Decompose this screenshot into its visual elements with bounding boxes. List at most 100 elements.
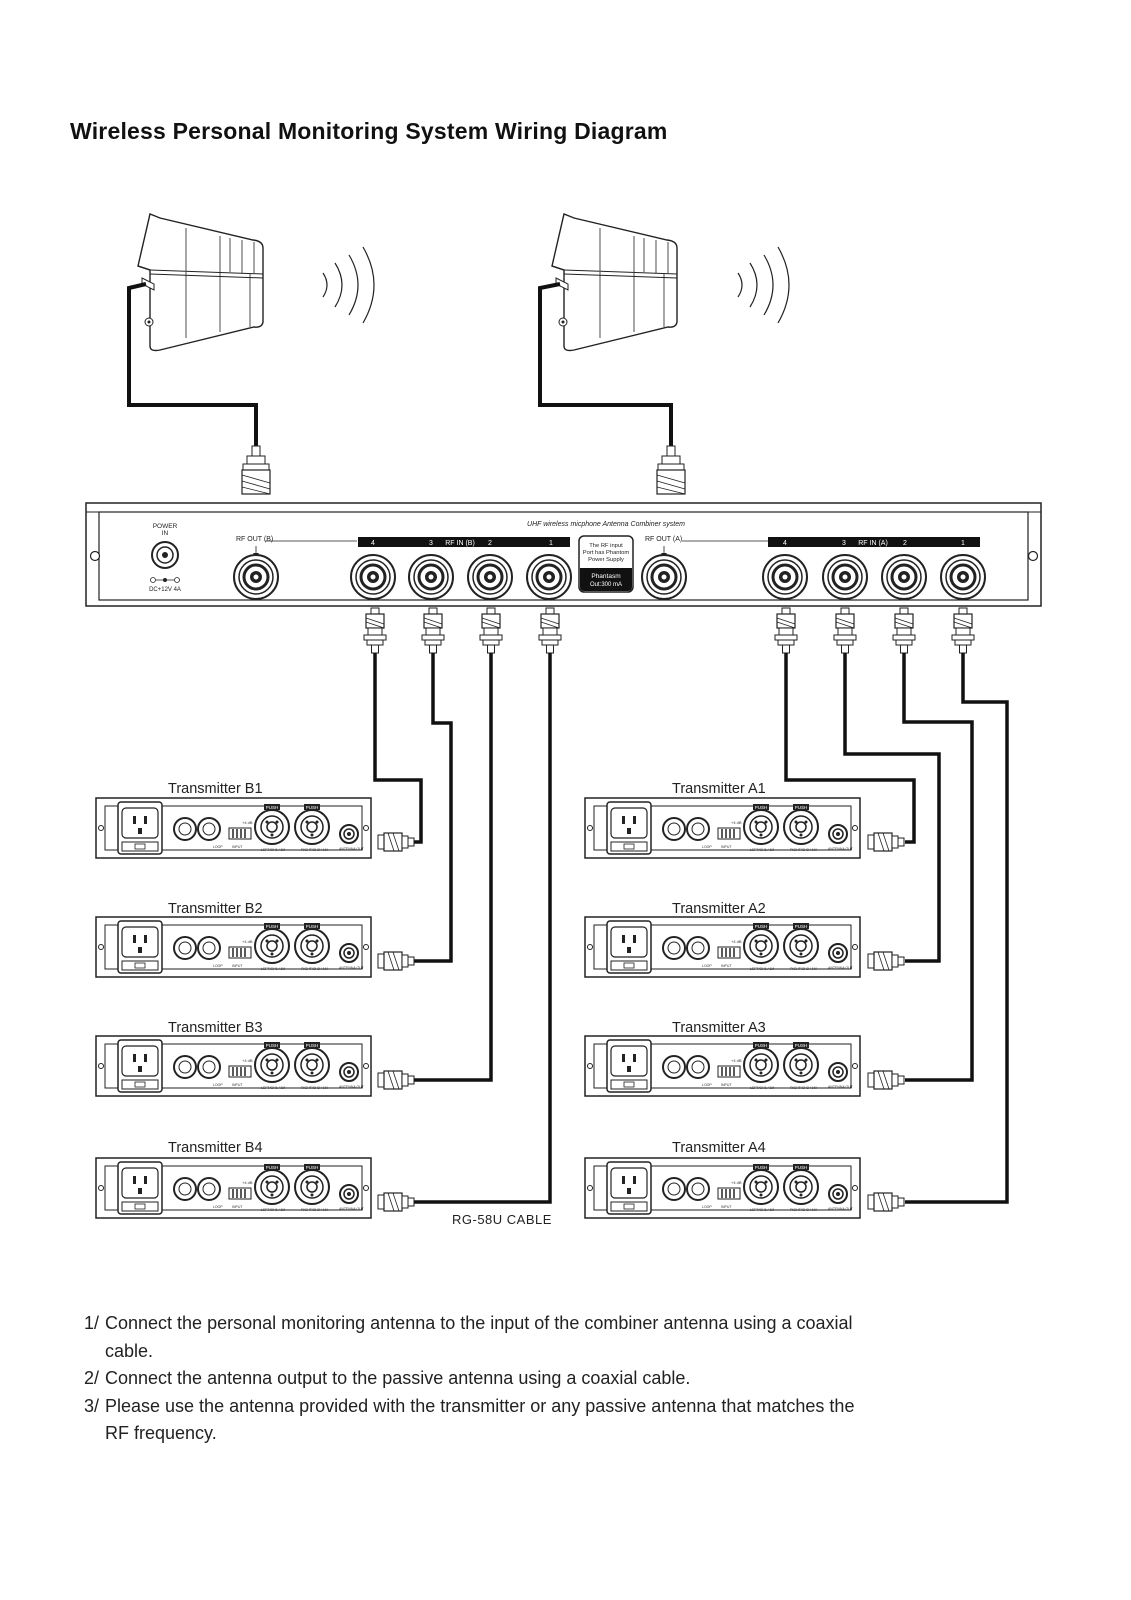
svg-text:PUSH: PUSH	[795, 924, 808, 929]
transmitter-a1	[584, 797, 861, 859]
step-number: 1/	[84, 1313, 100, 1333]
antenna-connector-left	[241, 445, 271, 495]
svg-text:PUSH: PUSH	[266, 1043, 279, 1048]
transmitter-b4	[95, 1157, 372, 1219]
svg-text:PUSH: PUSH	[306, 924, 319, 929]
transmitter-a4-label: Transmitter A4	[672, 1140, 766, 1156]
rf-in-b-port-number: 1	[549, 540, 553, 547]
power-label: POWER	[153, 523, 178, 530]
transmitter-a2-label: Transmitter A2	[672, 901, 766, 917]
cable-a4	[905, 653, 1009, 1204]
cable-b3	[414, 653, 493, 1082]
rf-in-a3-port[interactable]	[821, 553, 869, 601]
rf-in-a1-port[interactable]	[939, 553, 987, 601]
phantom-power-badge: The RF input Port has Phantom Power Supp…	[578, 535, 634, 593]
phantom-title: Phantasm	[591, 573, 620, 580]
rf-in-a4-port[interactable]	[761, 553, 809, 601]
instruction-step-3: 3/ Please use the antenna provided with …	[84, 1393, 864, 1448]
phantom-note-line: The RF input	[589, 543, 623, 549]
instruction-step-1: 1/ Connect the personal monitoring anten…	[84, 1310, 864, 1365]
rf-in-b1-port[interactable]	[525, 553, 573, 601]
transmitter-b1	[95, 797, 372, 859]
svg-text:PUSH: PUSH	[306, 1165, 319, 1170]
antenna-connector-right	[656, 445, 686, 495]
svg-text:PUSH: PUSH	[306, 805, 319, 810]
cable-b4	[414, 653, 552, 1204]
svg-text:PUSH: PUSH	[795, 1165, 808, 1170]
cable-a3	[902, 653, 974, 1082]
rf-in-b-port-number: 3	[429, 540, 433, 547]
rf-out-b-label: RF OUT (B)	[236, 536, 273, 543]
dc-voltage-label: DC+12V 4A	[149, 587, 181, 593]
rf-in-a-port-number: 2	[903, 540, 907, 547]
power-in-label: IN	[162, 530, 169, 537]
rf-out-b-port[interactable]	[232, 553, 280, 601]
combiner-model-text: UHF wireless micphone Antenna Combiner s…	[527, 521, 685, 528]
svg-text:PUSH: PUSH	[266, 924, 279, 929]
svg-text:PUSH: PUSH	[266, 1165, 279, 1170]
rf-in-a-bar	[768, 537, 980, 547]
transmitter-a4-connector	[867, 1192, 905, 1212]
svg-text:PUSH: PUSH	[266, 805, 279, 810]
transmitter-b3-connector	[377, 1070, 415, 1090]
svg-text:PUSH: PUSH	[755, 924, 768, 929]
svg-text:PUSH: PUSH	[755, 1165, 768, 1170]
antenna-cable-left	[127, 282, 258, 450]
rf-in-b-bar	[358, 537, 570, 547]
cable-b2	[414, 653, 453, 963]
cable-a2	[843, 653, 941, 963]
phantom-note-line: Power Supply	[588, 557, 624, 563]
transmitter-b1-connector	[377, 832, 415, 852]
combiner-connectors	[363, 607, 975, 654]
svg-text:PUSH: PUSH	[795, 805, 808, 810]
rf-in-b-label: RF IN (B)	[445, 540, 475, 547]
step-number: 2/	[84, 1368, 100, 1388]
step-number: 3/	[84, 1395, 100, 1416]
rf-in-b2-port[interactable]	[466, 553, 514, 601]
rf-in-b-port-number: 2	[488, 540, 492, 547]
push-labels: PUSH PUSH PUSH PUSH PUSH PUSH PUSH PUSH …	[266, 805, 808, 1170]
svg-text:PUSH: PUSH	[795, 1043, 808, 1048]
transmitter-a3-connector	[867, 1070, 905, 1090]
svg-text:PUSH: PUSH	[755, 1043, 768, 1048]
instructions: 1/ Connect the personal monitoring anten…	[84, 1310, 864, 1448]
transmitter-a2-connector	[867, 951, 905, 971]
transmitter-a1-label: Transmitter A1	[672, 781, 766, 797]
page-title: Wireless Personal Monitoring System Wiri…	[70, 118, 668, 144]
transmitter-b2-connector	[377, 951, 415, 971]
rf-out-a-port[interactable]	[640, 553, 688, 601]
instruction-step-2: 2/ Connect the antenna output to the pas…	[84, 1365, 864, 1393]
transmitter-a3	[584, 1035, 861, 1097]
transmitter-b2	[95, 916, 372, 978]
transmitter-b4-connector	[377, 1192, 415, 1212]
rf-in-b-port-number: 4	[371, 540, 375, 547]
transmitter-a2	[584, 916, 861, 978]
rf-in-b3-port[interactable]	[407, 553, 455, 601]
step-text: Please use the antenna provided with the…	[105, 1395, 855, 1444]
rf-in-b4-port[interactable]	[349, 553, 397, 601]
transmitter-b2-label: Transmitter B2	[168, 901, 263, 917]
rf-in-a-port-number: 4	[783, 540, 787, 547]
step-text: Connect the antenna output to the passiv…	[105, 1368, 691, 1388]
rf-in-a-label: RF IN (A)	[858, 540, 888, 547]
rf-in-a2-port[interactable]	[880, 553, 928, 601]
transmitter-b1-label: Transmitter B1	[168, 781, 263, 797]
antenna-right	[551, 213, 678, 352]
antenna-left	[137, 213, 264, 352]
step-text: Connect the personal monitoring antenna …	[105, 1313, 853, 1361]
svg-text:PUSH: PUSH	[306, 1043, 319, 1048]
power-jack[interactable]	[151, 541, 179, 569]
transmitter-a4	[584, 1157, 861, 1219]
dc-polarity-icon	[150, 577, 180, 583]
rf-in-a-port-number: 3	[842, 540, 846, 547]
signal-waves-right	[737, 246, 790, 324]
signal-waves-left	[322, 246, 375, 324]
cable-b1	[373, 653, 423, 844]
transmitter-a1-connector	[867, 832, 905, 852]
phantom-output: Out:300 mA	[590, 582, 622, 588]
rf-out-a-label: RF OUT (A)	[645, 536, 682, 543]
transmitter-b4-label: Transmitter B4	[168, 1140, 263, 1156]
cable-a1	[784, 653, 916, 844]
rf-in-a-port-number: 1	[961, 540, 965, 547]
